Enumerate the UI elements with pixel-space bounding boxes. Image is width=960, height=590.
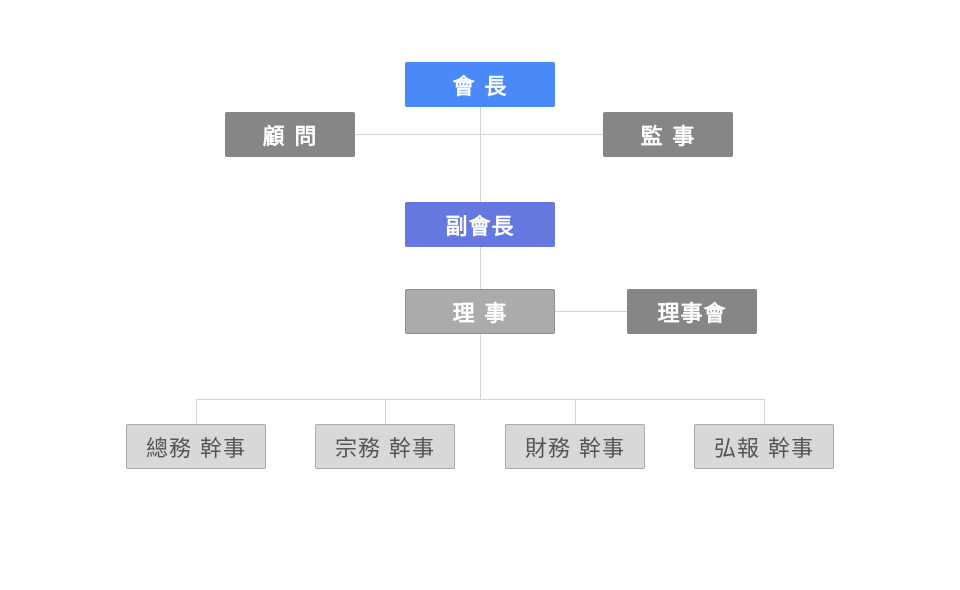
node-general-affairs-label: 總務 幹事 xyxy=(146,436,246,462)
node-publicity-label: 弘報 幹事 xyxy=(714,436,814,462)
connector-director-staff xyxy=(480,333,481,399)
node-president: 會 長 xyxy=(405,62,555,107)
node-director-label: 理 事 xyxy=(452,300,508,327)
node-advisor-label: 顧 問 xyxy=(262,123,318,150)
node-general-affairs: 總務 幹事 xyxy=(126,424,266,469)
connector-drop-religious xyxy=(385,399,386,424)
node-supervisor: 監 事 xyxy=(603,112,733,157)
connector-drop-publicity xyxy=(764,399,765,424)
node-finance-label: 財務 幹事 xyxy=(525,436,625,462)
connector-vice-director xyxy=(480,246,481,289)
connector-drop-finance xyxy=(575,399,576,424)
node-board-label: 理事會 xyxy=(657,300,727,327)
node-finance: 財務 幹事 xyxy=(505,424,645,469)
connector-advisor-supervisor xyxy=(355,134,603,135)
node-vice-president-label: 副會長 xyxy=(445,213,515,240)
node-supervisor-label: 監 事 xyxy=(640,123,696,150)
node-vice-president: 副會長 xyxy=(405,202,555,247)
node-religious-affairs: 宗務 幹事 xyxy=(315,424,455,469)
node-president-label: 會 長 xyxy=(452,73,508,100)
connector-staff-bus xyxy=(196,399,765,400)
connector-director-board xyxy=(555,311,627,312)
node-publicity: 弘報 幹事 xyxy=(694,424,834,469)
connector-drop-general xyxy=(196,399,197,424)
node-advisor: 顧 問 xyxy=(225,112,355,157)
connector-president-vice xyxy=(480,106,481,202)
node-director: 理 事 xyxy=(405,289,555,334)
node-religious-affairs-label: 宗務 幹事 xyxy=(335,436,435,462)
node-board: 理事會 xyxy=(627,289,757,334)
